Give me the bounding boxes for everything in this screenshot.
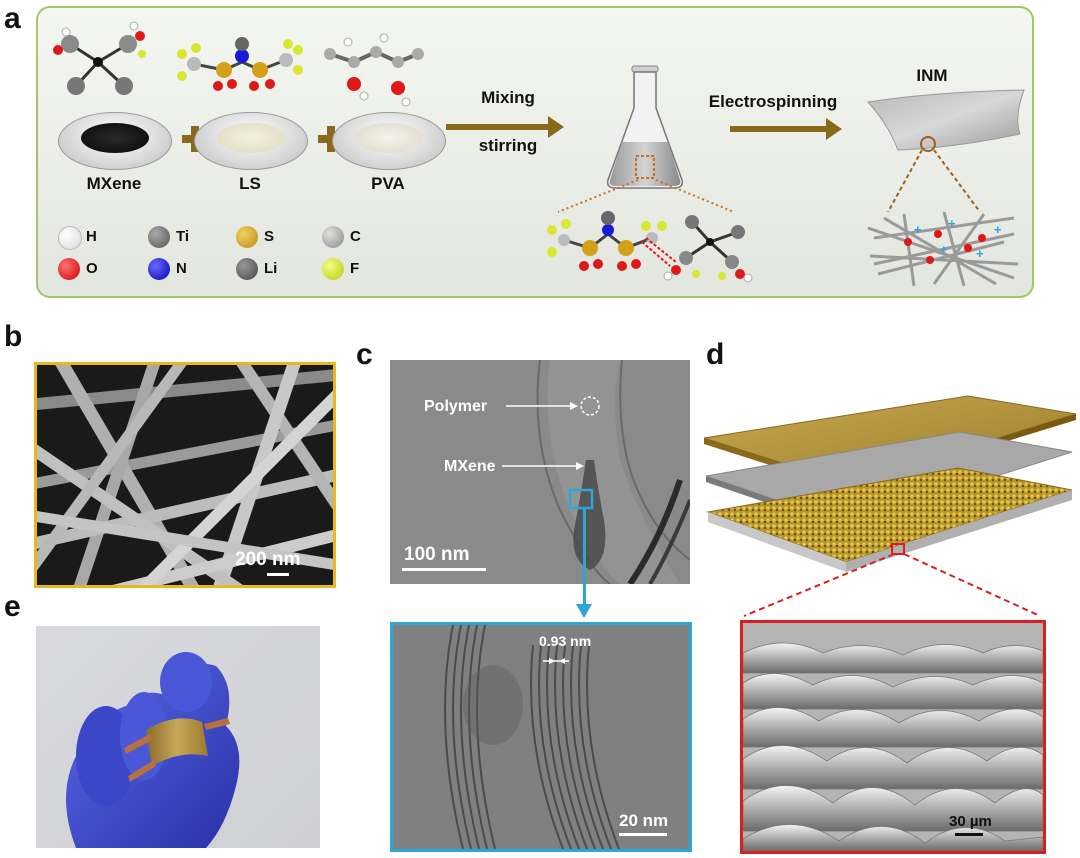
product-label: INM — [916, 66, 948, 85]
legend-label: N — [176, 260, 187, 277]
lattice-spacing-label: 0.93 nm — [539, 633, 592, 649]
arrow-icon — [730, 118, 842, 140]
scale-label: 100 nm — [404, 544, 470, 565]
device-layers-diagram — [703, 395, 1077, 617]
material-label: PVA — [371, 174, 405, 193]
interaction-molecules-icon — [547, 211, 753, 283]
step-electrospinning-label: Electrospinning — [708, 92, 838, 111]
svg-text:+: + — [948, 216, 956, 231]
scale-bar — [619, 833, 667, 836]
step-mixing-label: Mixing — [481, 88, 535, 107]
legend-label: F — [350, 260, 360, 277]
panel-label-a: a — [4, 2, 21, 35]
flask-icon — [606, 65, 684, 189]
legend-label: C — [350, 228, 361, 245]
lattice-fringes-image — [393, 625, 689, 849]
pva-dish — [332, 112, 446, 170]
material-label: LS — [239, 174, 261, 193]
ls-molecule-icon — [177, 37, 303, 91]
legend-atom-n — [148, 258, 170, 280]
schematic-panel: MXene LS PVA H Ti S C O N Li F Mixing st… — [36, 6, 1034, 298]
scale-label: 30 µm — [949, 813, 992, 830]
mxene-dish — [58, 112, 172, 170]
device-photo — [36, 626, 320, 848]
legend-atom-ti — [148, 226, 170, 248]
scale-bar — [267, 573, 289, 576]
panel-label-d: d — [706, 338, 725, 371]
material-label: MXene — [86, 174, 142, 193]
tem-image-high-mag: 0.93 nm 20 nm — [390, 622, 692, 852]
pva-molecule-icon — [324, 33, 424, 107]
svg-text:+: + — [976, 246, 984, 261]
legend-atom-li — [236, 258, 258, 280]
step-stirring-label: stirring — [478, 136, 538, 155]
legend-atom-o — [58, 258, 80, 280]
legend-atom-c — [322, 226, 344, 248]
plus-icon — [318, 126, 344, 152]
surface-morphology-image: 30 µm — [740, 620, 1046, 854]
zoom-connector — [583, 508, 586, 606]
legend-label: Ti — [176, 228, 190, 245]
panel-label-c: c — [356, 338, 373, 371]
zoom-lines — [557, 179, 735, 213]
panel-label-b: b — [4, 320, 23, 353]
svg-text:+: + — [994, 222, 1002, 237]
mxene-label: MXene — [444, 458, 496, 475]
panel-label-e: e — [4, 590, 21, 623]
legend-atom-h — [58, 226, 82, 250]
ls-dish — [194, 112, 308, 170]
arrow-icon — [446, 116, 564, 138]
scale-bar — [955, 833, 983, 836]
svg-text:+: + — [914, 222, 922, 237]
scale-bar — [402, 568, 486, 571]
mxene-molecule-icon — [53, 21, 146, 95]
legend-atom-f — [322, 258, 344, 280]
arrow-down-icon — [576, 604, 592, 618]
inm-membrane-icon: +++++ — [867, 89, 1025, 287]
svg-text:+: + — [940, 242, 948, 257]
legend-label: Li — [264, 260, 278, 277]
sem-image: 200 nm — [34, 362, 336, 588]
nanofiber-image — [37, 365, 333, 585]
polymer-label: Polymer — [424, 398, 488, 415]
scale-label: 200 nm — [235, 549, 301, 570]
tem-image-low-mag: Polymer MXene 100 nm — [390, 360, 690, 584]
legend-atom-s — [236, 226, 258, 248]
legend-label: O — [86, 260, 98, 277]
scale-label: 20 nm — [619, 811, 669, 830]
gloved-hand-image — [66, 652, 240, 848]
legend-label: H — [86, 228, 97, 245]
legend-label: S — [264, 228, 275, 245]
